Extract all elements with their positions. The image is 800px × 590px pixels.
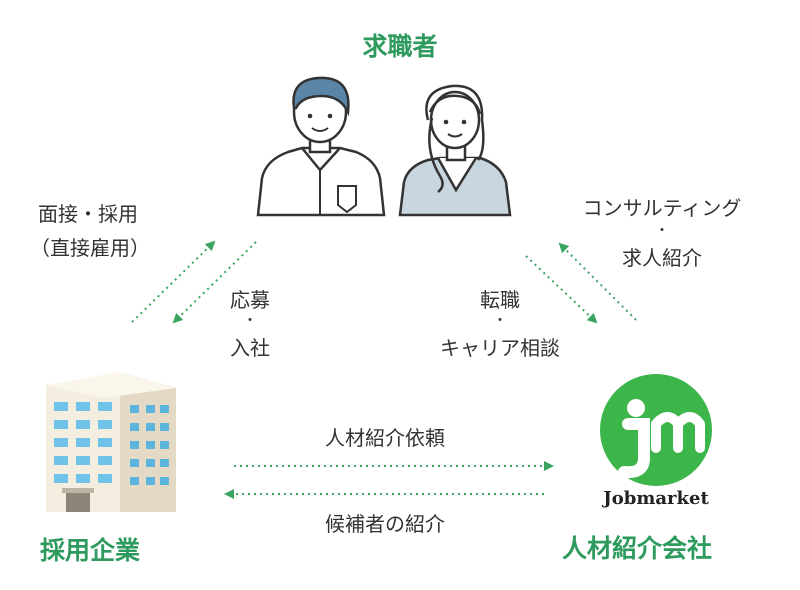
building-window — [130, 477, 139, 485]
building-window — [146, 477, 155, 485]
label-direct-hire-2: （直接雇用） — [30, 236, 150, 260]
label-apply-dot: ・ — [243, 313, 257, 329]
arrow-seeker-to-agency — [525, 255, 598, 324]
label-career-2: キャリア相談 — [440, 336, 560, 360]
node-agency: 人材紹介会社 — [562, 534, 713, 563]
jobmarket-logo-text: Jobmarket — [603, 488, 709, 509]
building-window — [98, 438, 112, 447]
building-window — [54, 438, 68, 447]
building-window — [76, 474, 90, 483]
building-window — [98, 456, 112, 465]
building-window — [76, 456, 90, 465]
building-windows — [54, 402, 169, 485]
building-window — [160, 477, 169, 485]
building-window — [98, 402, 112, 411]
building-window — [76, 402, 90, 411]
building-window — [160, 441, 169, 449]
building-window — [98, 474, 112, 483]
building-window — [76, 438, 90, 447]
building-window — [98, 420, 112, 429]
node-job-seeker: 求職者 — [362, 32, 438, 61]
label-career-dot: ・ — [493, 313, 507, 329]
building-window — [130, 441, 139, 449]
building-window — [54, 456, 68, 465]
building-window — [146, 423, 155, 431]
building-window — [76, 420, 90, 429]
node-hiring-company: 採用企業 — [40, 536, 141, 565]
building-window — [146, 405, 155, 413]
label-consult-dot: ・ — [655, 223, 669, 239]
label-apply-1: 応募 — [230, 288, 270, 312]
label-career-1: 転職 — [480, 288, 520, 312]
label-consult-2: 求人紹介 — [622, 246, 702, 270]
building-window — [160, 405, 169, 413]
building-window — [146, 441, 155, 449]
building-window — [54, 420, 68, 429]
building-window — [130, 459, 139, 467]
building-window — [160, 459, 169, 467]
label-direct-hire-1: 面接・採用 — [38, 202, 138, 226]
woman-icon — [398, 84, 512, 217]
arrow-company-to-seeker — [131, 240, 216, 323]
building-window — [160, 423, 169, 431]
label-referral: 候補者の紹介 — [325, 512, 445, 536]
building-window — [130, 405, 139, 413]
jobmarket-logo — [600, 374, 712, 486]
label-request: 人材紹介依頼 — [325, 426, 445, 450]
man-icon — [256, 76, 386, 217]
label-apply-2: 入社 — [230, 336, 270, 360]
building-window — [146, 459, 155, 467]
arrow-seeker-to-company — [172, 241, 257, 324]
building-window — [54, 402, 68, 411]
label-consult-1: コンサルティング — [582, 196, 742, 220]
building-window — [54, 474, 68, 483]
building-window — [130, 423, 139, 431]
